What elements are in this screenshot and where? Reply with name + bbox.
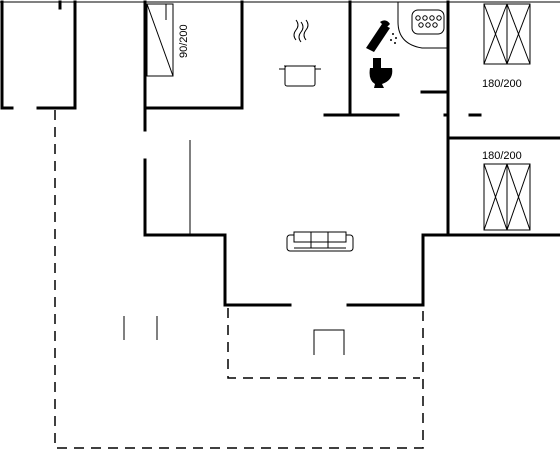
sofa-icon <box>286 231 354 252</box>
outdoor-table <box>313 329 345 355</box>
double-bed-top: 180/200 <box>482 3 531 90</box>
double-bed-bottom-label: 180/200 <box>482 150 522 162</box>
bathtub-icon <box>397 2 448 49</box>
single-bed: 90/200 <box>146 3 190 77</box>
interior-walls <box>143 0 560 235</box>
cooking-pot-icon <box>279 19 321 87</box>
double-bed-top-label: 180/200 <box>482 78 522 90</box>
shower-head-icon <box>366 20 397 52</box>
exterior-walls <box>0 0 560 307</box>
terrace-outlines <box>54 110 424 449</box>
toilet-icon <box>369 58 393 88</box>
single-bed-label: 90/200 <box>178 24 190 58</box>
double-bed-bottom: 180/200 <box>482 150 531 231</box>
